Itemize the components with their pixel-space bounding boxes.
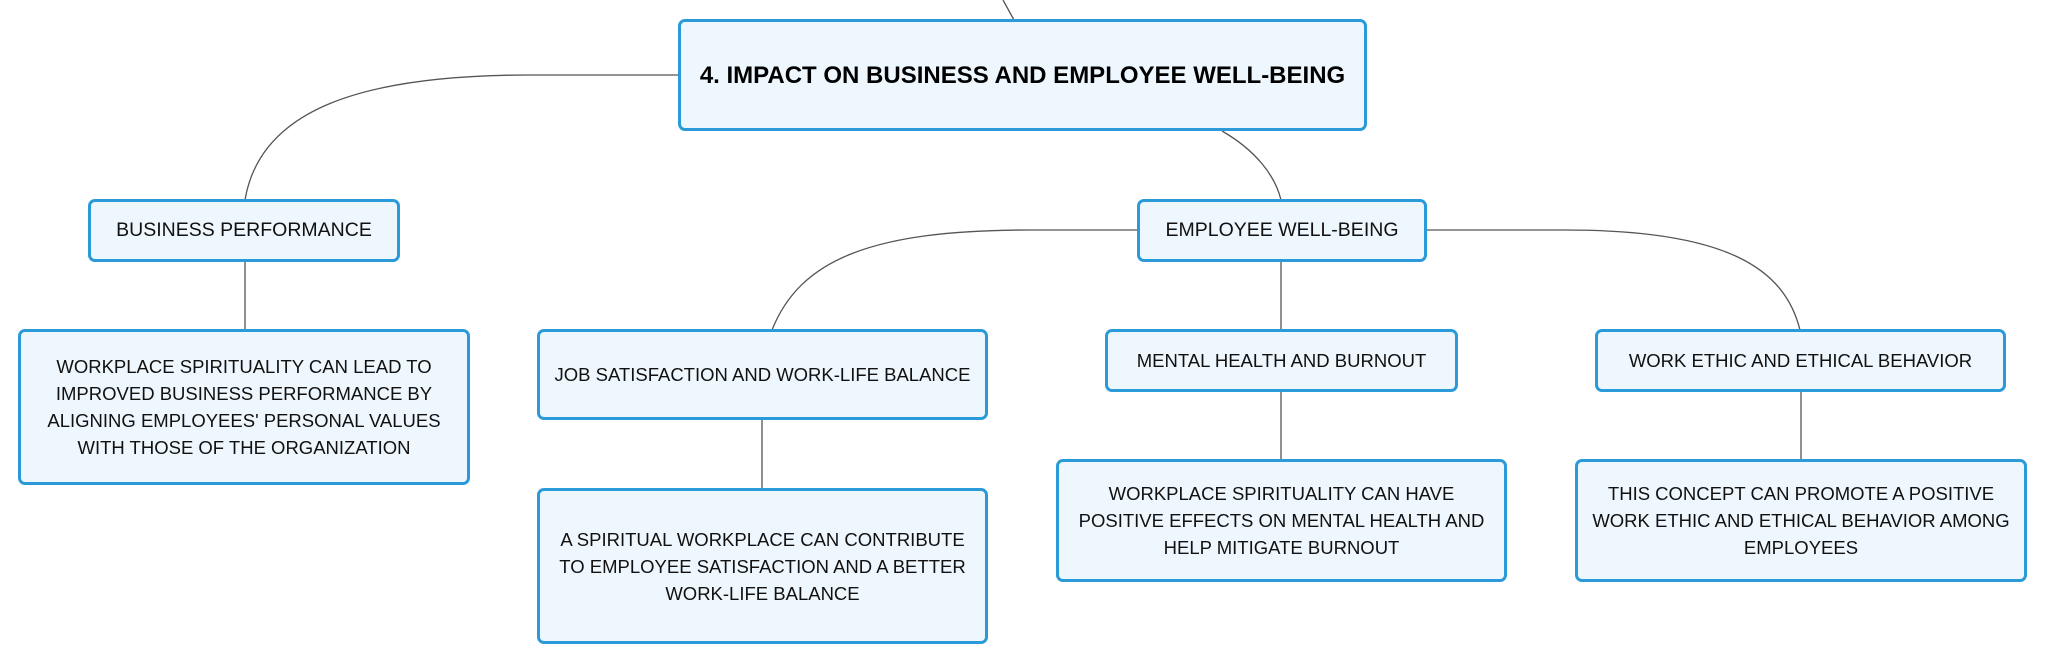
root-topic[interactable]: 4. IMPACT ON BUSINESS AND EMPLOYEE WELL-… xyxy=(678,19,1367,131)
topic-work-ethic-label: WORK ETHIC AND ETHICAL BEHAVIOR xyxy=(1628,350,1973,371)
detail-mental-health-text: WORKPLACE SPIRITUALITY CAN HAVE POSITIVE… xyxy=(1078,483,1485,558)
connector-root-to-business-performance xyxy=(244,74,680,201)
topic-business-performance-label: BUSINESS PERFORMANCE xyxy=(116,219,372,241)
detail-mental-health[interactable]: WORKPLACE SPIRITUALITY CAN HAVE POSITIVE… xyxy=(1056,459,1507,582)
connector-root-to-employee-well-being xyxy=(1221,130,1282,201)
connector-employee-well-being-to-work-ethic xyxy=(1425,229,1801,331)
detail-business-performance-text: WORKPLACE SPIRITUALITY CAN LEAD TO IMPRO… xyxy=(47,356,441,458)
topic-mental-health-label: MENTAL HEALTH AND BURNOUT xyxy=(1136,350,1427,371)
topic-job-satisfaction[interactable]: JOB SATISFACTION AND WORK-LIFE BALANCE xyxy=(537,329,988,420)
topic-mental-health[interactable]: MENTAL HEALTH AND BURNOUT xyxy=(1105,329,1458,392)
detail-work-ethic-text: THIS CONCEPT CAN PROMOTE A POSITIVE WORK… xyxy=(1592,483,2010,558)
connector-parent-to-root xyxy=(1002,0,1015,21)
topic-business-performance[interactable]: BUSINESS PERFORMANCE xyxy=(88,199,400,262)
root-topic-label: 4. IMPACT ON BUSINESS AND EMPLOYEE WELL-… xyxy=(699,61,1346,89)
topic-work-ethic[interactable]: WORK ETHIC AND ETHICAL BEHAVIOR xyxy=(1595,329,2006,392)
detail-work-ethic[interactable]: THIS CONCEPT CAN PROMOTE A POSITIVE WORK… xyxy=(1575,459,2027,582)
topic-job-satisfaction-label: JOB SATISFACTION AND WORK-LIFE BALANCE xyxy=(554,364,971,385)
topic-employee-well-being-label: EMPLOYEE WELL-BEING xyxy=(1165,219,1399,241)
detail-job-satisfaction[interactable]: A SPIRITUAL WORKPLACE CAN CONTRIBUTE TO … xyxy=(537,488,988,644)
topic-employee-well-being[interactable]: EMPLOYEE WELL-BEING xyxy=(1137,199,1427,262)
detail-job-satisfaction-text: A SPIRITUAL WORKPLACE CAN CONTRIBUTE TO … xyxy=(559,528,966,604)
detail-business-performance[interactable]: WORKPLACE SPIRITUALITY CAN LEAD TO IMPRO… xyxy=(18,329,470,485)
connector-employee-well-being-to-job-satisfaction xyxy=(771,229,1138,331)
